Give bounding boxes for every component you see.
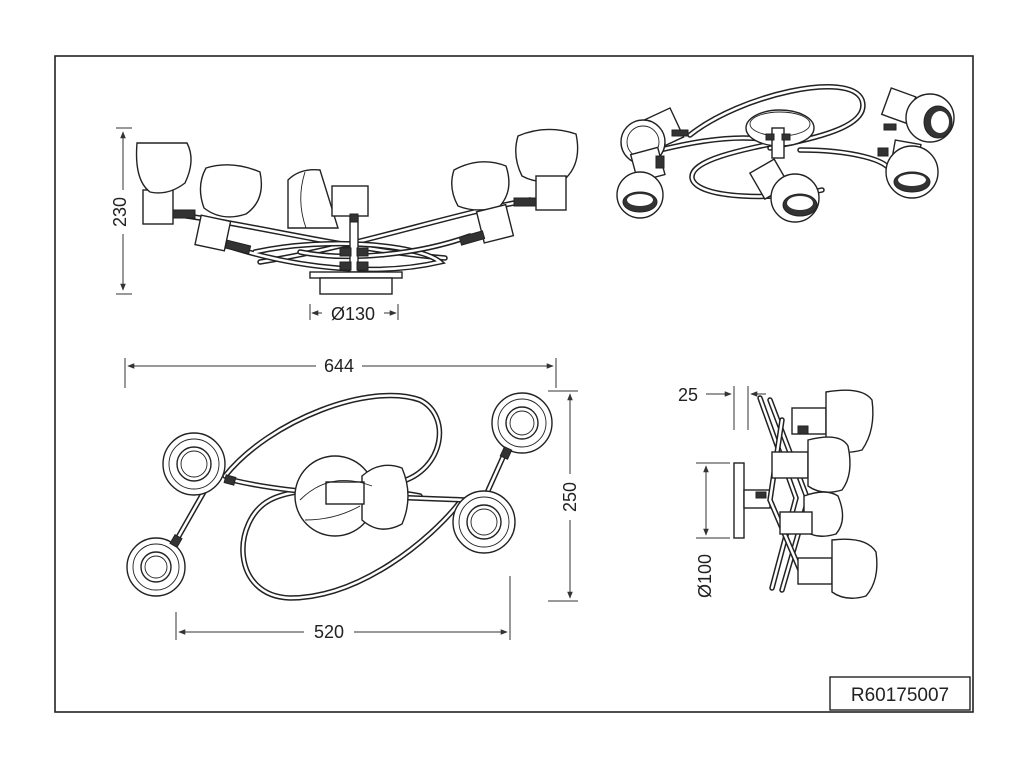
top-view-spot-1 xyxy=(162,432,226,496)
front-height-label: 230 xyxy=(110,197,130,227)
front-base-diameter-label: Ø130 xyxy=(331,304,375,324)
side-canopy-diameter-label: Ø100 xyxy=(695,554,715,598)
title-block: R60175007 xyxy=(829,676,971,711)
top-view-spot-2 xyxy=(126,537,186,597)
top-view-spot-3 xyxy=(491,392,553,454)
drawing-border xyxy=(54,55,974,713)
drawing-code: R60175007 xyxy=(851,685,949,706)
top-view: 644 250 520 xyxy=(124,354,582,642)
top-view-spot-4 xyxy=(452,490,516,554)
top-width-label: 644 xyxy=(324,356,354,376)
front-view: 230 Ø130 xyxy=(108,127,579,324)
perspective-view xyxy=(616,84,955,223)
side-offset-label: 25 xyxy=(678,385,698,405)
side-view: 25 Ø100 xyxy=(678,385,878,599)
top-spread-label: 520 xyxy=(314,622,344,642)
top-depth-label: 250 xyxy=(560,482,580,512)
